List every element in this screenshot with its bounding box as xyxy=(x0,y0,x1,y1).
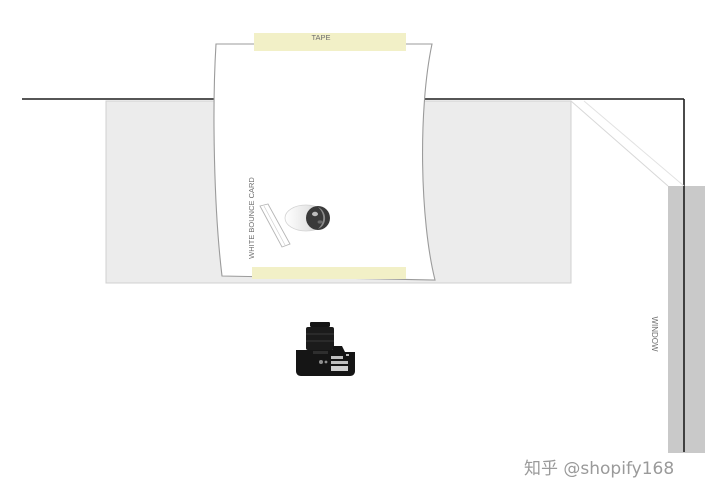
tape-top xyxy=(254,33,406,51)
window-label: WINDOW xyxy=(650,316,659,352)
bounce-card-icon xyxy=(259,203,291,248)
window-pane xyxy=(668,186,705,453)
tape-bottom xyxy=(252,267,406,279)
light-direction-lines xyxy=(570,100,685,187)
camera-icon xyxy=(296,322,355,376)
bounce-card-label: WHITE BOUNCE CARD xyxy=(247,177,256,259)
product-bottle-icon xyxy=(284,204,330,232)
tape-label: TAPE xyxy=(311,33,330,42)
watermark-text: 知乎 @shopify168 xyxy=(524,459,674,479)
